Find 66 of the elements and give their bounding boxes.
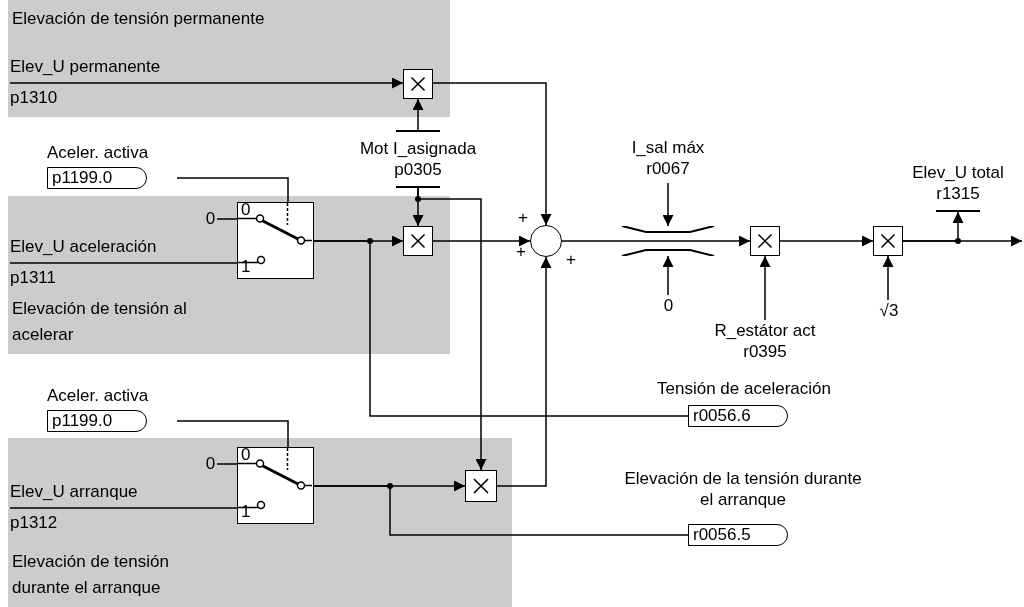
parameter-label: r1315: [936, 183, 980, 204]
arrow: [902, 211, 964, 242]
group-title: Elevación de tensión durante el arranque: [12, 551, 170, 599]
signal-line: [176, 420, 289, 448]
arrow: [417, 187, 487, 471]
signal-name: R_estátor act: [714, 320, 816, 341]
signal-name: Tensión de aceleración: [656, 378, 832, 399]
constant-label: √3: [874, 300, 904, 324]
signal-line: [313, 485, 689, 536]
signal-name: Elevación de la tensión durante el arranque: [623, 468, 863, 510]
arrow: [715, 235, 751, 247]
arrow: [779, 235, 874, 247]
value-label: 0: [204, 208, 217, 230]
parameter-label: p0305: [394, 159, 442, 180]
value-label: 0: [204, 453, 217, 475]
signal-name: Elev_U arranque: [10, 481, 138, 503]
signal-line: [216, 218, 238, 220]
arrow: [662, 255, 674, 296]
position-label: 0: [241, 200, 251, 220]
signal-line: [216, 463, 238, 465]
group-title: Elevación de tensión permanente: [12, 8, 266, 30]
parameter-label: p1311: [10, 267, 56, 289]
arrow: [9, 77, 404, 89]
parameter-label: r0395: [743, 341, 787, 362]
arrow: [496, 256, 552, 487]
signal-line: [9, 507, 238, 509]
sign-label: +: [566, 253, 576, 267]
summing-junction: [530, 225, 562, 257]
signal-line: [313, 240, 689, 417]
group-band: [8, 0, 450, 117]
group-band: [8, 438, 512, 607]
signal-name: I_sal máx: [631, 137, 705, 158]
multiplier-block: [465, 470, 497, 502]
connector-terminal: r0056.5: [688, 524, 788, 546]
position-label: 0: [241, 445, 251, 465]
arrow: [882, 255, 894, 301]
multiplier-block: [873, 226, 903, 256]
connector-terminal: p1199.0: [47, 410, 147, 432]
arrow: [432, 235, 531, 247]
value-label: 0: [662, 295, 675, 317]
sign-label: +: [518, 211, 528, 225]
signal-name: Mot I_asignada: [359, 138, 477, 159]
signal-name: Aceler. activa: [47, 385, 149, 406]
signal-line: [561, 240, 621, 242]
signal-name: Aceler. activa: [47, 142, 149, 163]
group-band: [8, 196, 450, 354]
signal-line: [176, 177, 289, 203]
parameter-label: r0067: [646, 158, 690, 179]
signal-name: Elev_U aceleración: [10, 236, 157, 258]
limiter-symbol: [620, 226, 716, 256]
arrow: [432, 82, 552, 226]
multiplier-block: [750, 226, 780, 256]
signal-name: Elev_U total: [912, 162, 1004, 183]
arrow: [412, 98, 424, 131]
signal-line: [9, 262, 238, 264]
arrow: [759, 255, 771, 321]
parameter-label: p1312: [10, 512, 58, 534]
connector-terminal: p1199.0: [47, 167, 147, 189]
arrow: [662, 182, 674, 227]
sign-label: +: [516, 245, 526, 259]
group-title: Elevación de tensión al acelerar: [12, 298, 188, 346]
signal-name: Elev_U permanente: [10, 56, 161, 78]
parameter-label: p1310: [10, 87, 58, 109]
connector-terminal: r0056.6: [688, 405, 788, 427]
multiplier-block: [403, 69, 433, 99]
multiplier-block: [403, 226, 433, 256]
